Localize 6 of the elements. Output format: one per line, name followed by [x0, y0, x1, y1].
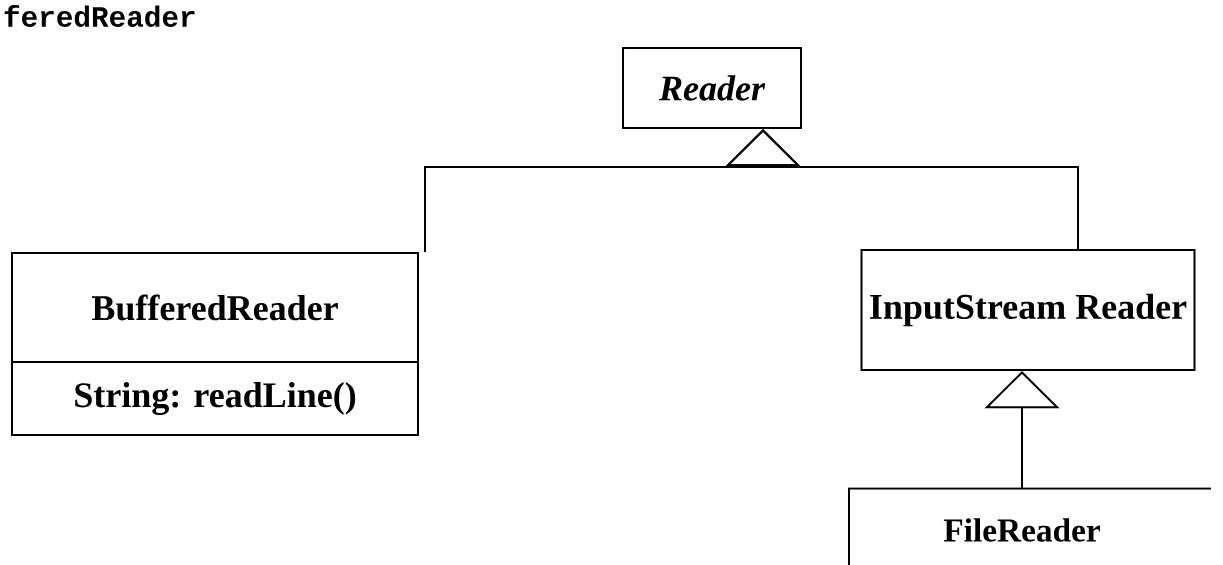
inheritance-arrow [725, 129, 1079, 250]
class-box: BufferedReader String: readLine() [11, 252, 419, 436]
heading: feredReader [4, 5, 195, 27]
class-box: Reader [622, 47, 802, 129]
class-box: FileReader [848, 487, 1212, 565]
class-box: InputStream Reader [860, 249, 1196, 371]
